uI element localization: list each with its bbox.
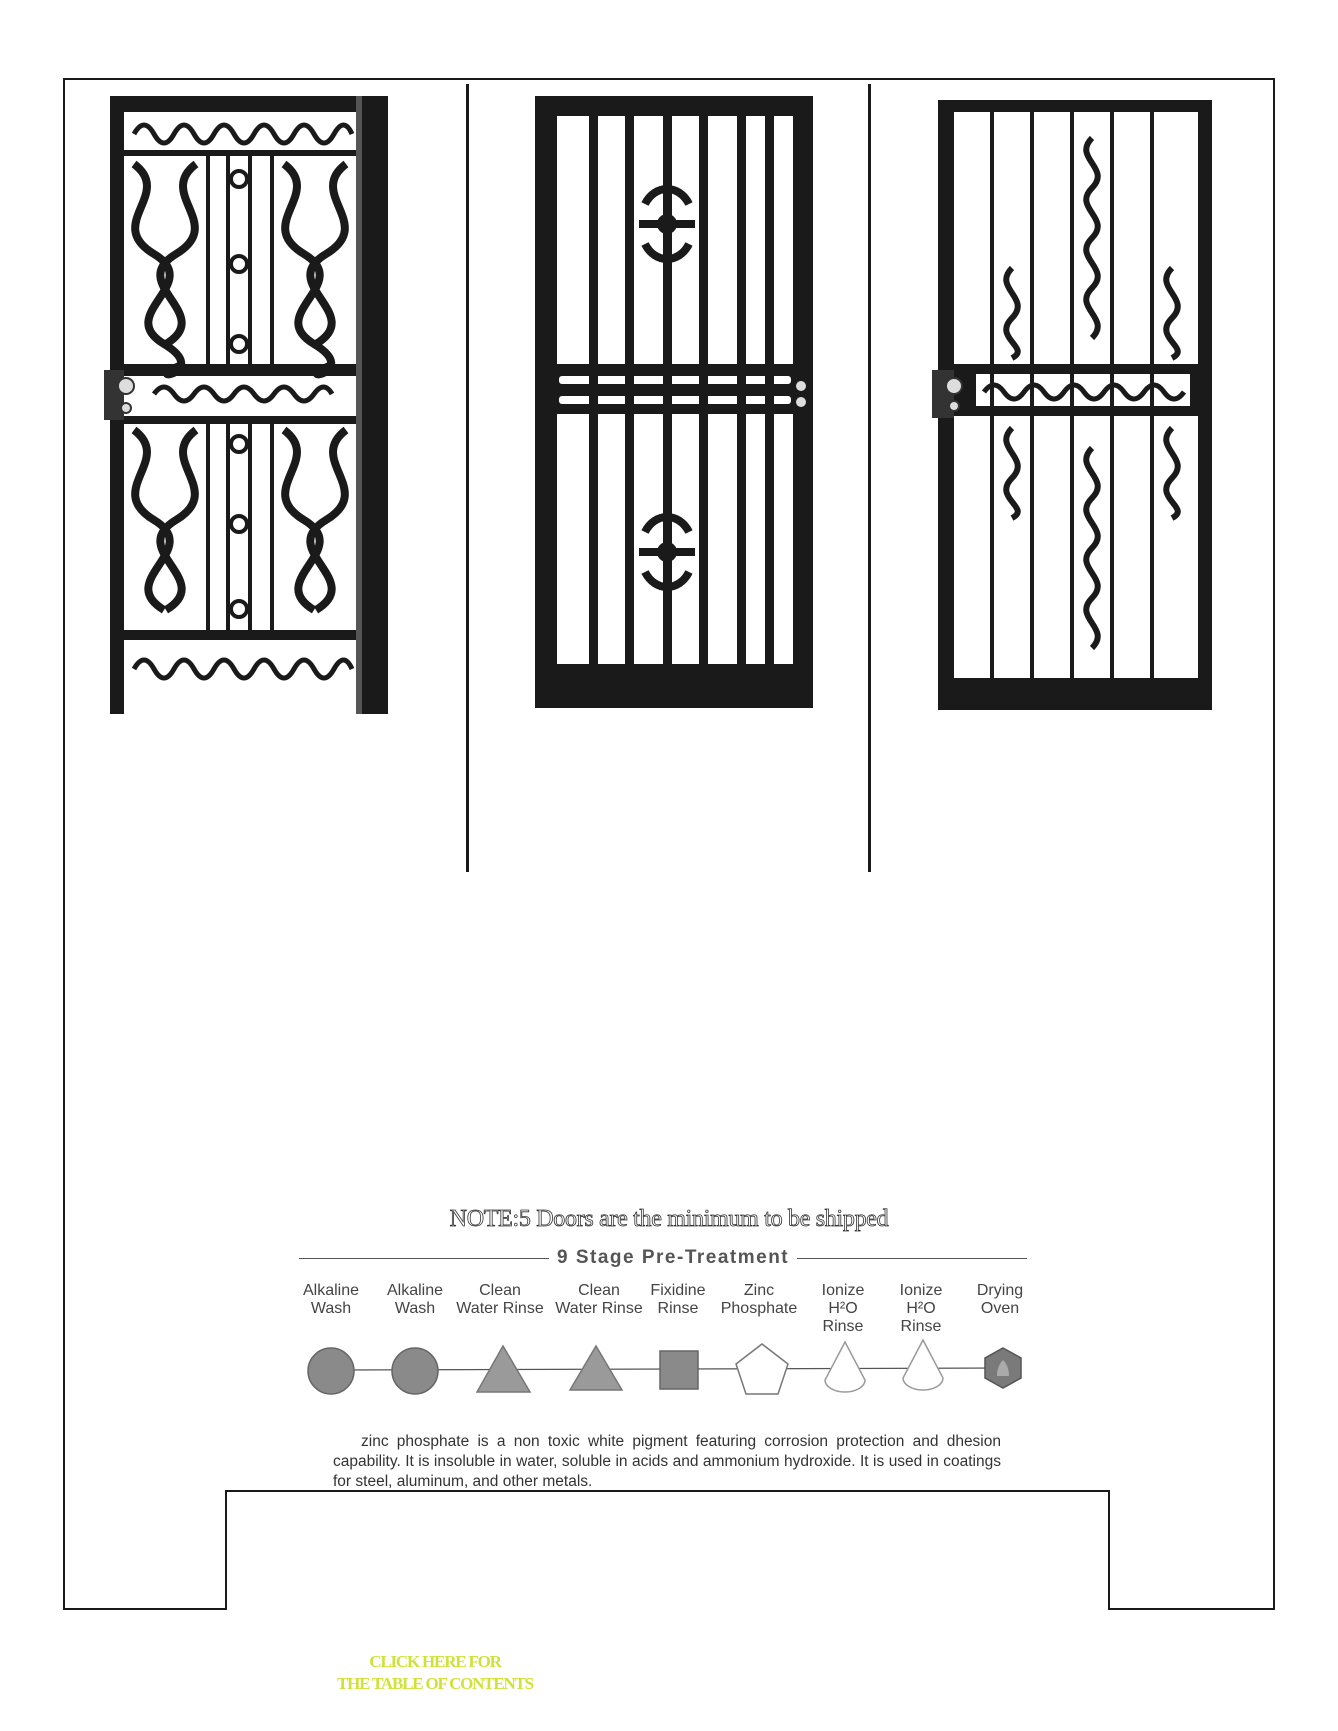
door-image-scroll-bars bbox=[932, 98, 1214, 712]
pretreatment-title: 9 Stage Pre-Treatment bbox=[549, 1247, 798, 1269]
minimum-order-note: NOTE:5 Doors are the minimum to be shipp… bbox=[449, 1206, 889, 1233]
frame-bottom-right bbox=[1110, 1608, 1275, 1610]
zinc-phosphate-description: zinc phosphate is a non toxic white pigm… bbox=[333, 1433, 1001, 1490]
stage-shape-8 bbox=[902, 1338, 944, 1391]
frame-bottom-left bbox=[63, 1608, 227, 1610]
stage-shape-1 bbox=[307, 1347, 355, 1395]
frame-notch-left bbox=[225, 1490, 227, 1610]
stage-shape-7 bbox=[824, 1340, 866, 1393]
stage-shape-5 bbox=[659, 1350, 699, 1390]
flame-icon bbox=[997, 1360, 1009, 1376]
frame-left bbox=[63, 78, 65, 1610]
table-of-contents-link[interactable]: CLICK HERE FOR THE TABLE OF CONTENTS bbox=[336, 1652, 534, 1693]
door-image-scroll bbox=[104, 94, 394, 716]
column-divider-1 bbox=[466, 84, 469, 872]
stage-shape-2 bbox=[391, 1347, 439, 1395]
pretreatment-process-flow bbox=[307, 1338, 1022, 1395]
stage-shape-4 bbox=[568, 1344, 624, 1391]
column-divider-2 bbox=[868, 84, 871, 872]
door-image-bars bbox=[533, 94, 815, 710]
frame-top bbox=[63, 78, 1275, 80]
stage-shape-3 bbox=[475, 1344, 532, 1393]
stage-shape-6 bbox=[735, 1343, 789, 1395]
frame-notch-right bbox=[1108, 1490, 1110, 1610]
frame-notch-top bbox=[225, 1490, 1110, 1492]
frame-right bbox=[1273, 78, 1275, 1610]
